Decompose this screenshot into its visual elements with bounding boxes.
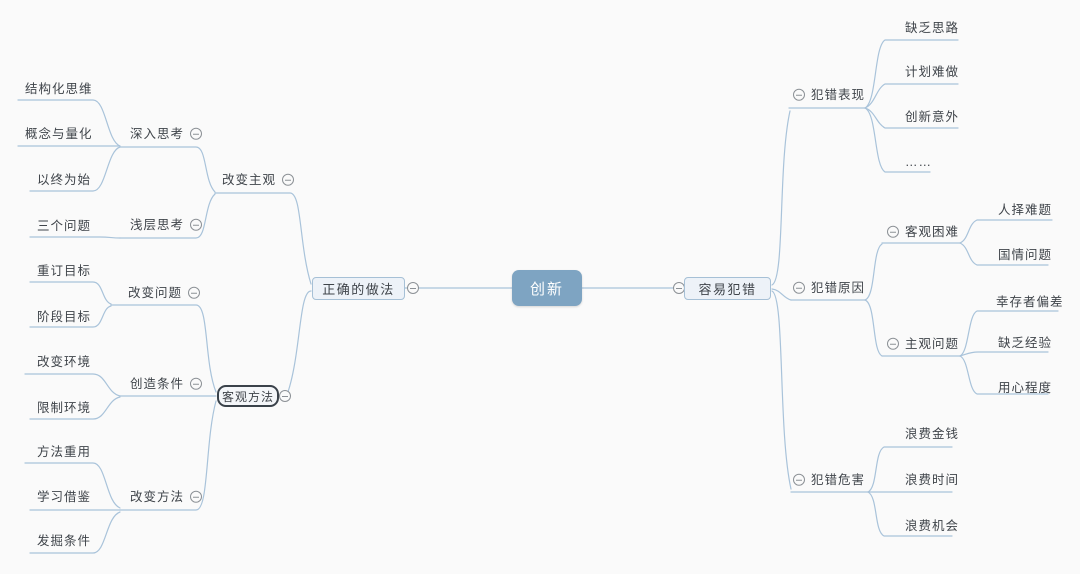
collapse-icon[interactable] [190, 219, 203, 231]
branch-shallow-thinking[interactable]: 浅层思考 [130, 217, 203, 232]
leaf-waste-time[interactable]: 浪费时间 [905, 474, 959, 487]
node-label: 犯错表现 [811, 87, 866, 102]
leaf-waste-opportunity[interactable]: 浪费机会 [905, 520, 959, 533]
collapse-icon[interactable] [407, 282, 419, 294]
leaf-change-environment[interactable]: 改变环境 [37, 356, 91, 369]
branch-change-methods[interactable]: 改变方法 [130, 489, 203, 504]
node-label: …… [905, 154, 932, 169]
node-label: 改变环境 [37, 354, 92, 369]
leaf-effort-level[interactable]: 用心程度 [998, 382, 1052, 395]
node-label: 用心程度 [998, 380, 1053, 395]
branch-subjective-problems[interactable]: 主观问题 [887, 338, 959, 351]
leaf-survivorship-bias[interactable]: 幸存者偏差 [996, 296, 1064, 309]
node-label: 方法重用 [37, 444, 92, 459]
collapse-icon[interactable] [673, 282, 685, 294]
branch-change-problem[interactable]: 改变问题 [128, 285, 201, 300]
branch-objective-difficulties[interactable]: 客观困难 [887, 226, 959, 239]
collapse-icon[interactable] [793, 474, 805, 486]
collapse-icon[interactable] [793, 282, 805, 294]
collapse-icon[interactable] [190, 128, 203, 140]
node-label: 浪费金钱 [905, 426, 960, 441]
node-label: 创新意外 [905, 109, 960, 124]
node-label: 结构化思维 [25, 81, 93, 96]
node-label: 浪费机会 [905, 518, 960, 533]
leaf-national-conditions[interactable]: 国情问题 [998, 249, 1052, 262]
branch-error-causes[interactable]: 犯错原因 [793, 282, 865, 295]
node-label: 发掘条件 [37, 533, 92, 548]
branch-error-harms[interactable]: 犯错危害 [793, 474, 865, 487]
node-label: 缺乏经验 [998, 335, 1053, 350]
node-label: 以终为始 [37, 172, 92, 187]
node-label: 客观方法 [221, 389, 274, 404]
collapse-icon[interactable] [887, 226, 899, 238]
node-label: 重订目标 [37, 263, 92, 278]
topic-objective-methods[interactable]: 客观方法 [217, 385, 279, 407]
leaf-structured-thinking[interactable]: 结构化思维 [25, 83, 93, 96]
leaf-anthropic-problem[interactable]: 人择难题 [998, 204, 1052, 217]
node-label: 改变问题 [128, 285, 183, 300]
node-label: 创造条件 [130, 376, 185, 391]
topic-correct-approach[interactable]: 正确的做法 [312, 277, 405, 300]
leaf-staged-goals[interactable]: 阶段目标 [37, 311, 91, 324]
node-label: 创新 [529, 280, 564, 298]
branch-deep-thinking[interactable]: 深入思考 [130, 126, 203, 141]
central-topic[interactable]: 创新 [512, 270, 582, 306]
leaf-hard-to-plan[interactable]: 计划难做 [905, 66, 959, 79]
leaf-lack-experience[interactable]: 缺乏经验 [998, 337, 1052, 350]
leaf-innovation-surprise[interactable]: 创新意外 [905, 111, 959, 124]
collapse-icon[interactable] [190, 491, 203, 503]
node-label: 限制环境 [37, 400, 92, 415]
node-label: 三个问题 [37, 218, 92, 233]
node-label: 学习借鉴 [37, 489, 92, 504]
leaf-lack-of-ideas[interactable]: 缺乏思路 [905, 22, 959, 35]
node-label: 改变主观 [222, 172, 277, 187]
node-label: 浅层思考 [130, 217, 185, 232]
collapse-icon[interactable] [190, 378, 203, 390]
node-label: 犯错危害 [811, 472, 866, 487]
node-label: 计划难做 [905, 64, 960, 79]
collapse-icon[interactable] [793, 89, 805, 101]
leaf-reset-goals[interactable]: 重订目标 [37, 265, 91, 278]
branch-error-manifestations[interactable]: 犯错表现 [793, 89, 865, 102]
collapse-icon[interactable] [188, 287, 201, 299]
node-label: 客观困难 [905, 224, 960, 239]
node-label: 正确的做法 [322, 282, 395, 297]
leaf-restrict-environment[interactable]: 限制环境 [37, 402, 91, 415]
node-label: 改变方法 [130, 489, 185, 504]
node-label: 人择难题 [998, 202, 1053, 217]
node-label: 概念与量化 [25, 126, 93, 141]
leaf-learn-borrow[interactable]: 学习借鉴 [37, 491, 91, 504]
node-label: 容易犯错 [698, 282, 757, 297]
node-label: 浪费时间 [905, 472, 960, 487]
collapse-icon[interactable] [887, 338, 899, 350]
node-label: 缺乏思路 [905, 20, 960, 35]
leaf-three-questions[interactable]: 三个问题 [37, 220, 91, 233]
branch-create-conditions[interactable]: 创造条件 [130, 376, 203, 391]
leaf-begin-with-end[interactable]: 以终为始 [37, 174, 91, 187]
collapse-icon[interactable] [282, 174, 295, 186]
topic-easy-to-err[interactable]: 容易犯错 [684, 277, 771, 300]
leaf-waste-money[interactable]: 浪费金钱 [905, 428, 959, 441]
node-label: 阶段目标 [37, 309, 92, 324]
node-label: 主观问题 [905, 336, 960, 351]
node-label: 犯错原因 [811, 280, 866, 295]
leaf-concepts-quantification[interactable]: 概念与量化 [25, 128, 93, 141]
leaf-discover-conditions[interactable]: 发掘条件 [37, 535, 91, 548]
branch-change-subjective[interactable]: 改变主观 [222, 172, 295, 187]
collapse-icon[interactable] [279, 390, 291, 402]
node-label: 幸存者偏差 [996, 294, 1064, 309]
node-label: 深入思考 [130, 126, 185, 141]
leaf-ellipsis[interactable]: …… [905, 156, 932, 169]
node-label: 国情问题 [998, 247, 1053, 262]
leaf-method-reuse[interactable]: 方法重用 [37, 446, 91, 459]
